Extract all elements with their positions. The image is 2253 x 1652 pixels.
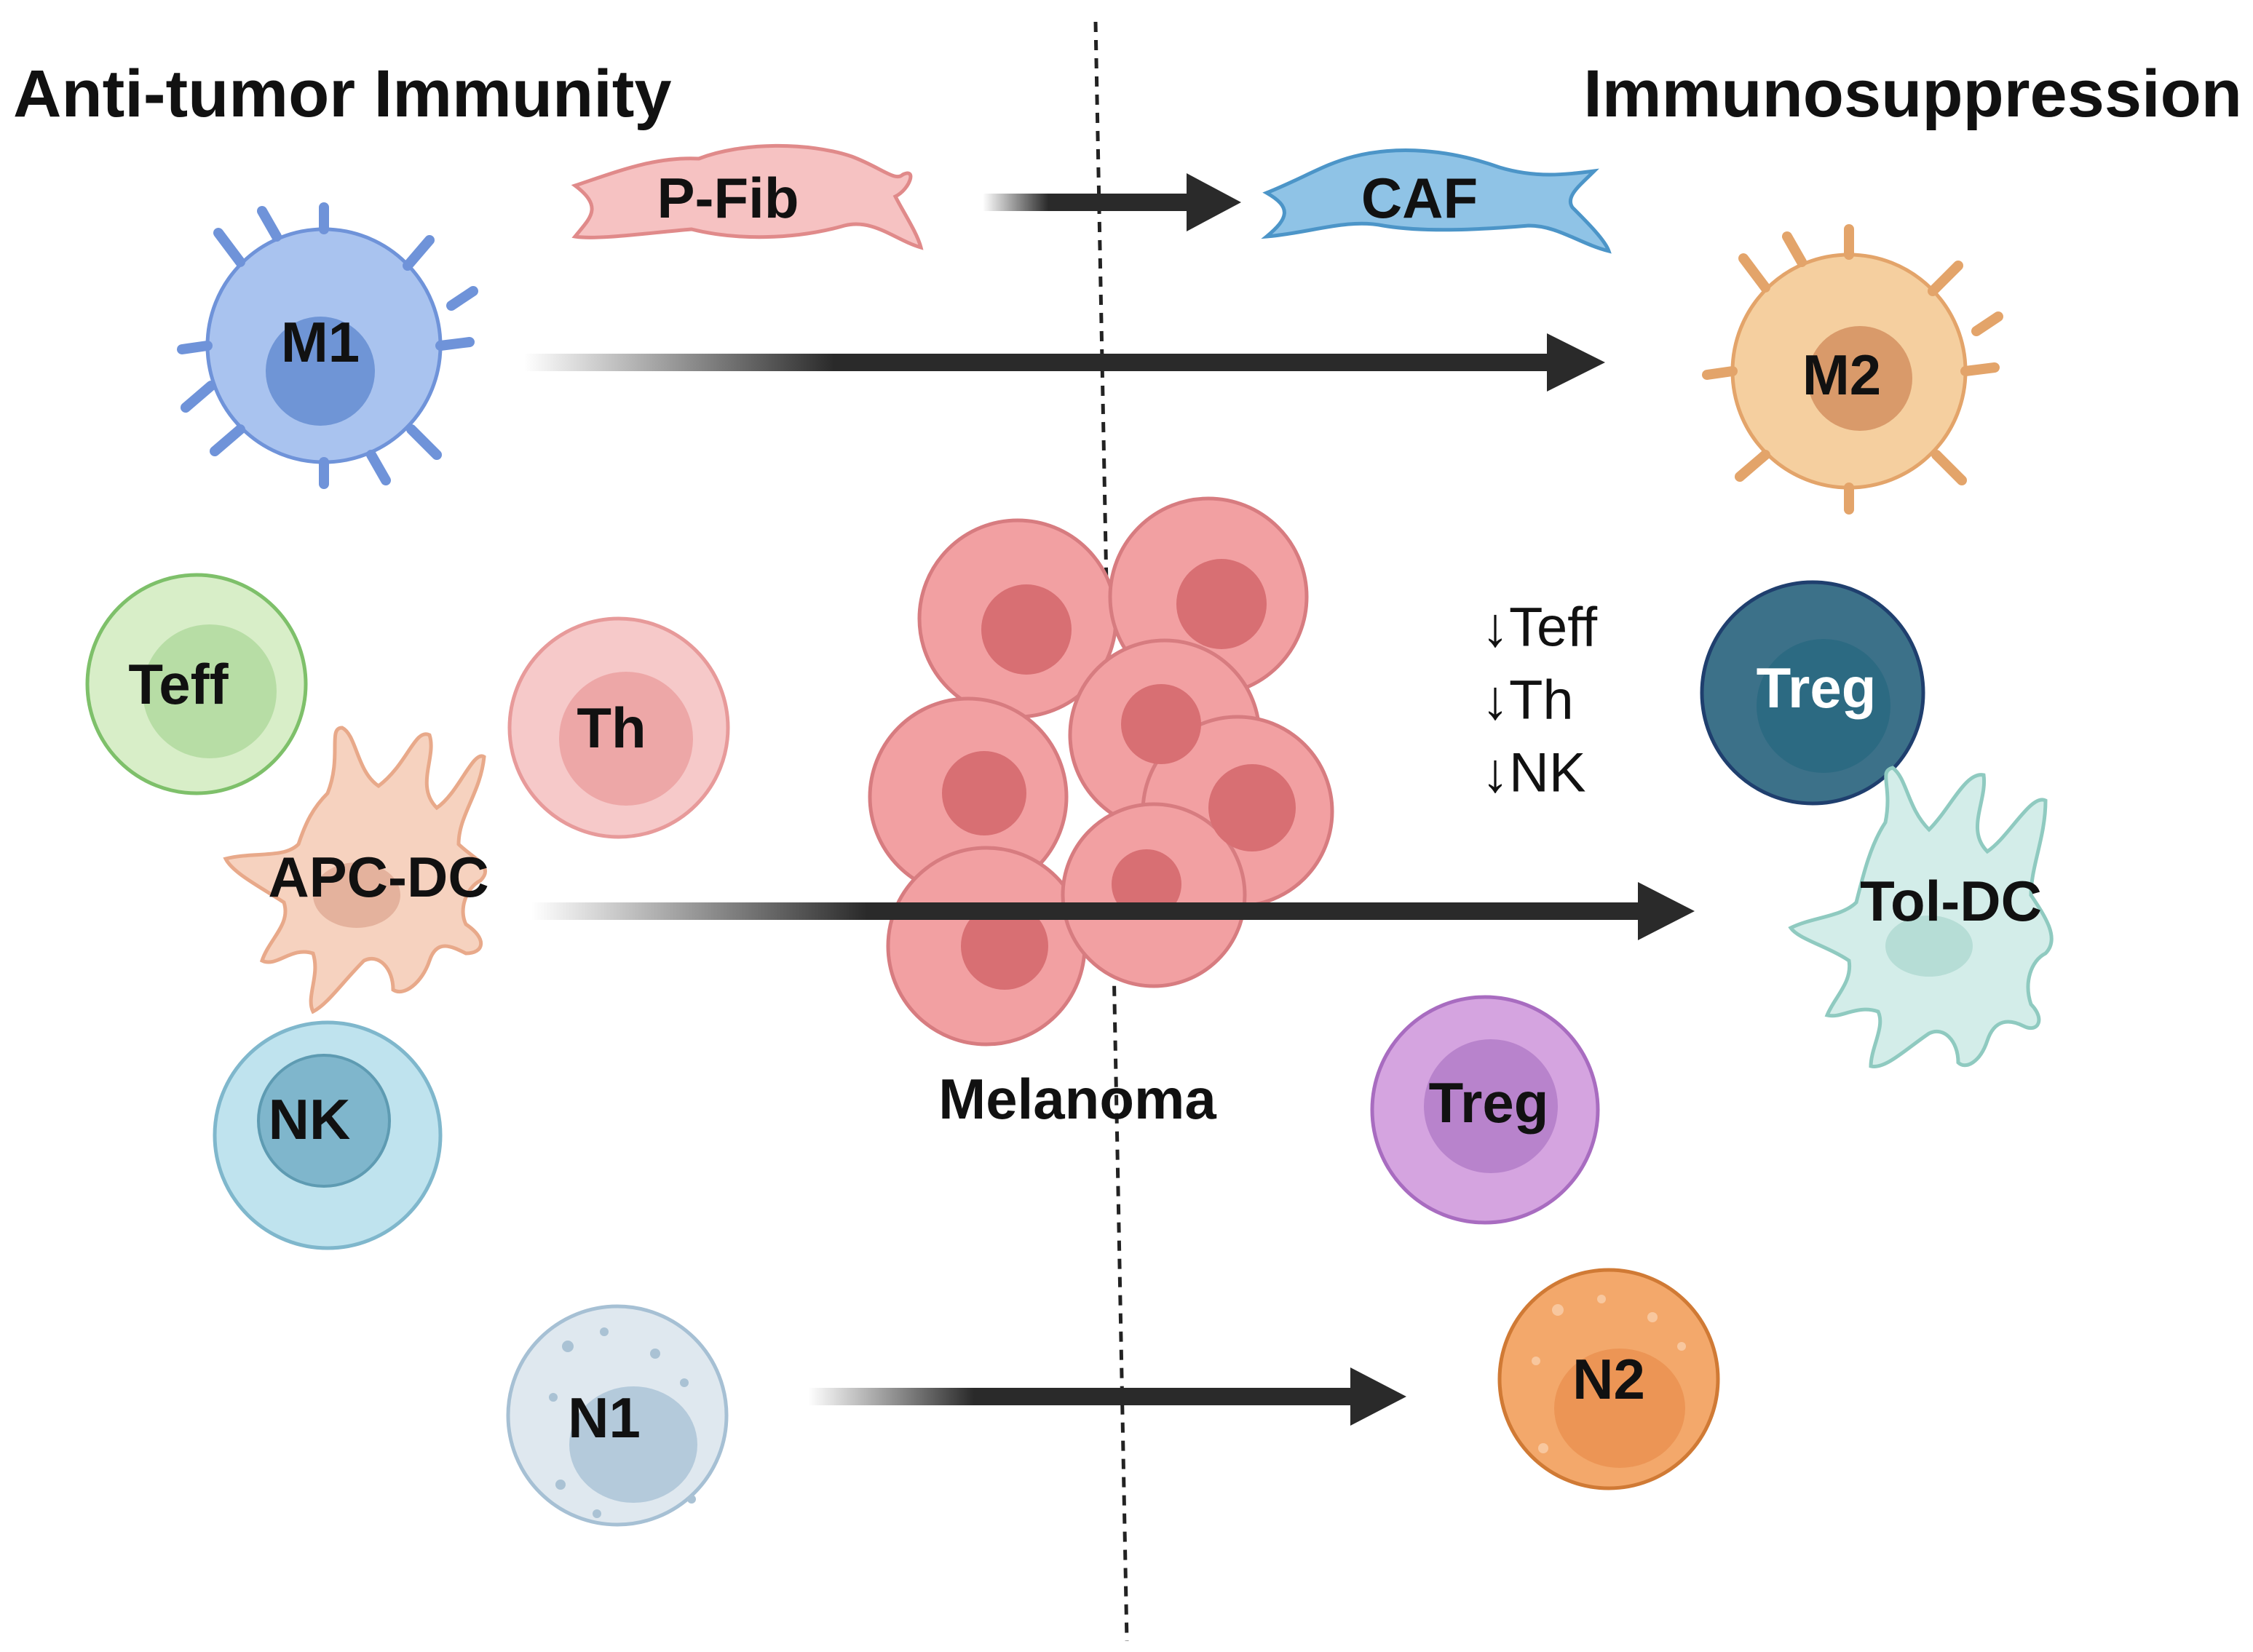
p-fib-label: P-Fib: [657, 166, 799, 230]
tol-dc-label: Tol-DC: [1860, 869, 2042, 933]
tol-dc-cell: [1788, 766, 2054, 1068]
m2-cell: [1702, 224, 2003, 515]
m1-cell: [177, 202, 478, 489]
treg-bottom-label: Treg: [1429, 1071, 1549, 1135]
n1-cell: [506, 1304, 729, 1527]
p-fib-cell: [571, 143, 924, 250]
melanoma-cluster: [868, 496, 1334, 1047]
melanoma-label: Melanoma: [938, 1067, 1216, 1131]
arrow-m1-to-m2: [524, 333, 1605, 392]
m2-label: M2: [1802, 343, 1881, 407]
heading-right: Immunosuppression: [1583, 57, 2242, 131]
teff-label: Teff: [128, 652, 229, 716]
teff-cell: [85, 573, 308, 795]
treg-bottom-cell: [1370, 995, 1600, 1225]
arrow-apcdc-to-toldc: [531, 882, 1695, 940]
nk-cell: [213, 1020, 443, 1250]
th-cell: [507, 616, 730, 839]
n2-label: N2: [1572, 1347, 1645, 1411]
apc-dc-cell: [223, 726, 487, 1014]
caf-label: CAF: [1361, 166, 1478, 230]
decrease-nk-label: ↓NK: [1481, 742, 1586, 804]
treg-top-cell: [1700, 580, 1925, 806]
n1-label: N1: [568, 1386, 641, 1450]
m1-label: M1: [281, 310, 360, 374]
n2-cell: [1497, 1268, 1720, 1490]
arrow-n1-to-n2: [808, 1367, 1406, 1426]
arrow-pfib-to-caf: [983, 173, 1241, 231]
th-label: Th: [577, 696, 646, 760]
decrease-th-label: ↓Th: [1481, 670, 1574, 731]
decrease-teff-label: ↓Teff: [1481, 597, 1598, 659]
heading-left: Anti-tumor Immunity: [13, 57, 672, 131]
apc-dc-label: APC-DC: [268, 845, 488, 909]
treg-top-label: Treg: [1757, 656, 1877, 720]
caf-cell: [1261, 148, 1612, 254]
nk-label: NK: [269, 1087, 351, 1151]
